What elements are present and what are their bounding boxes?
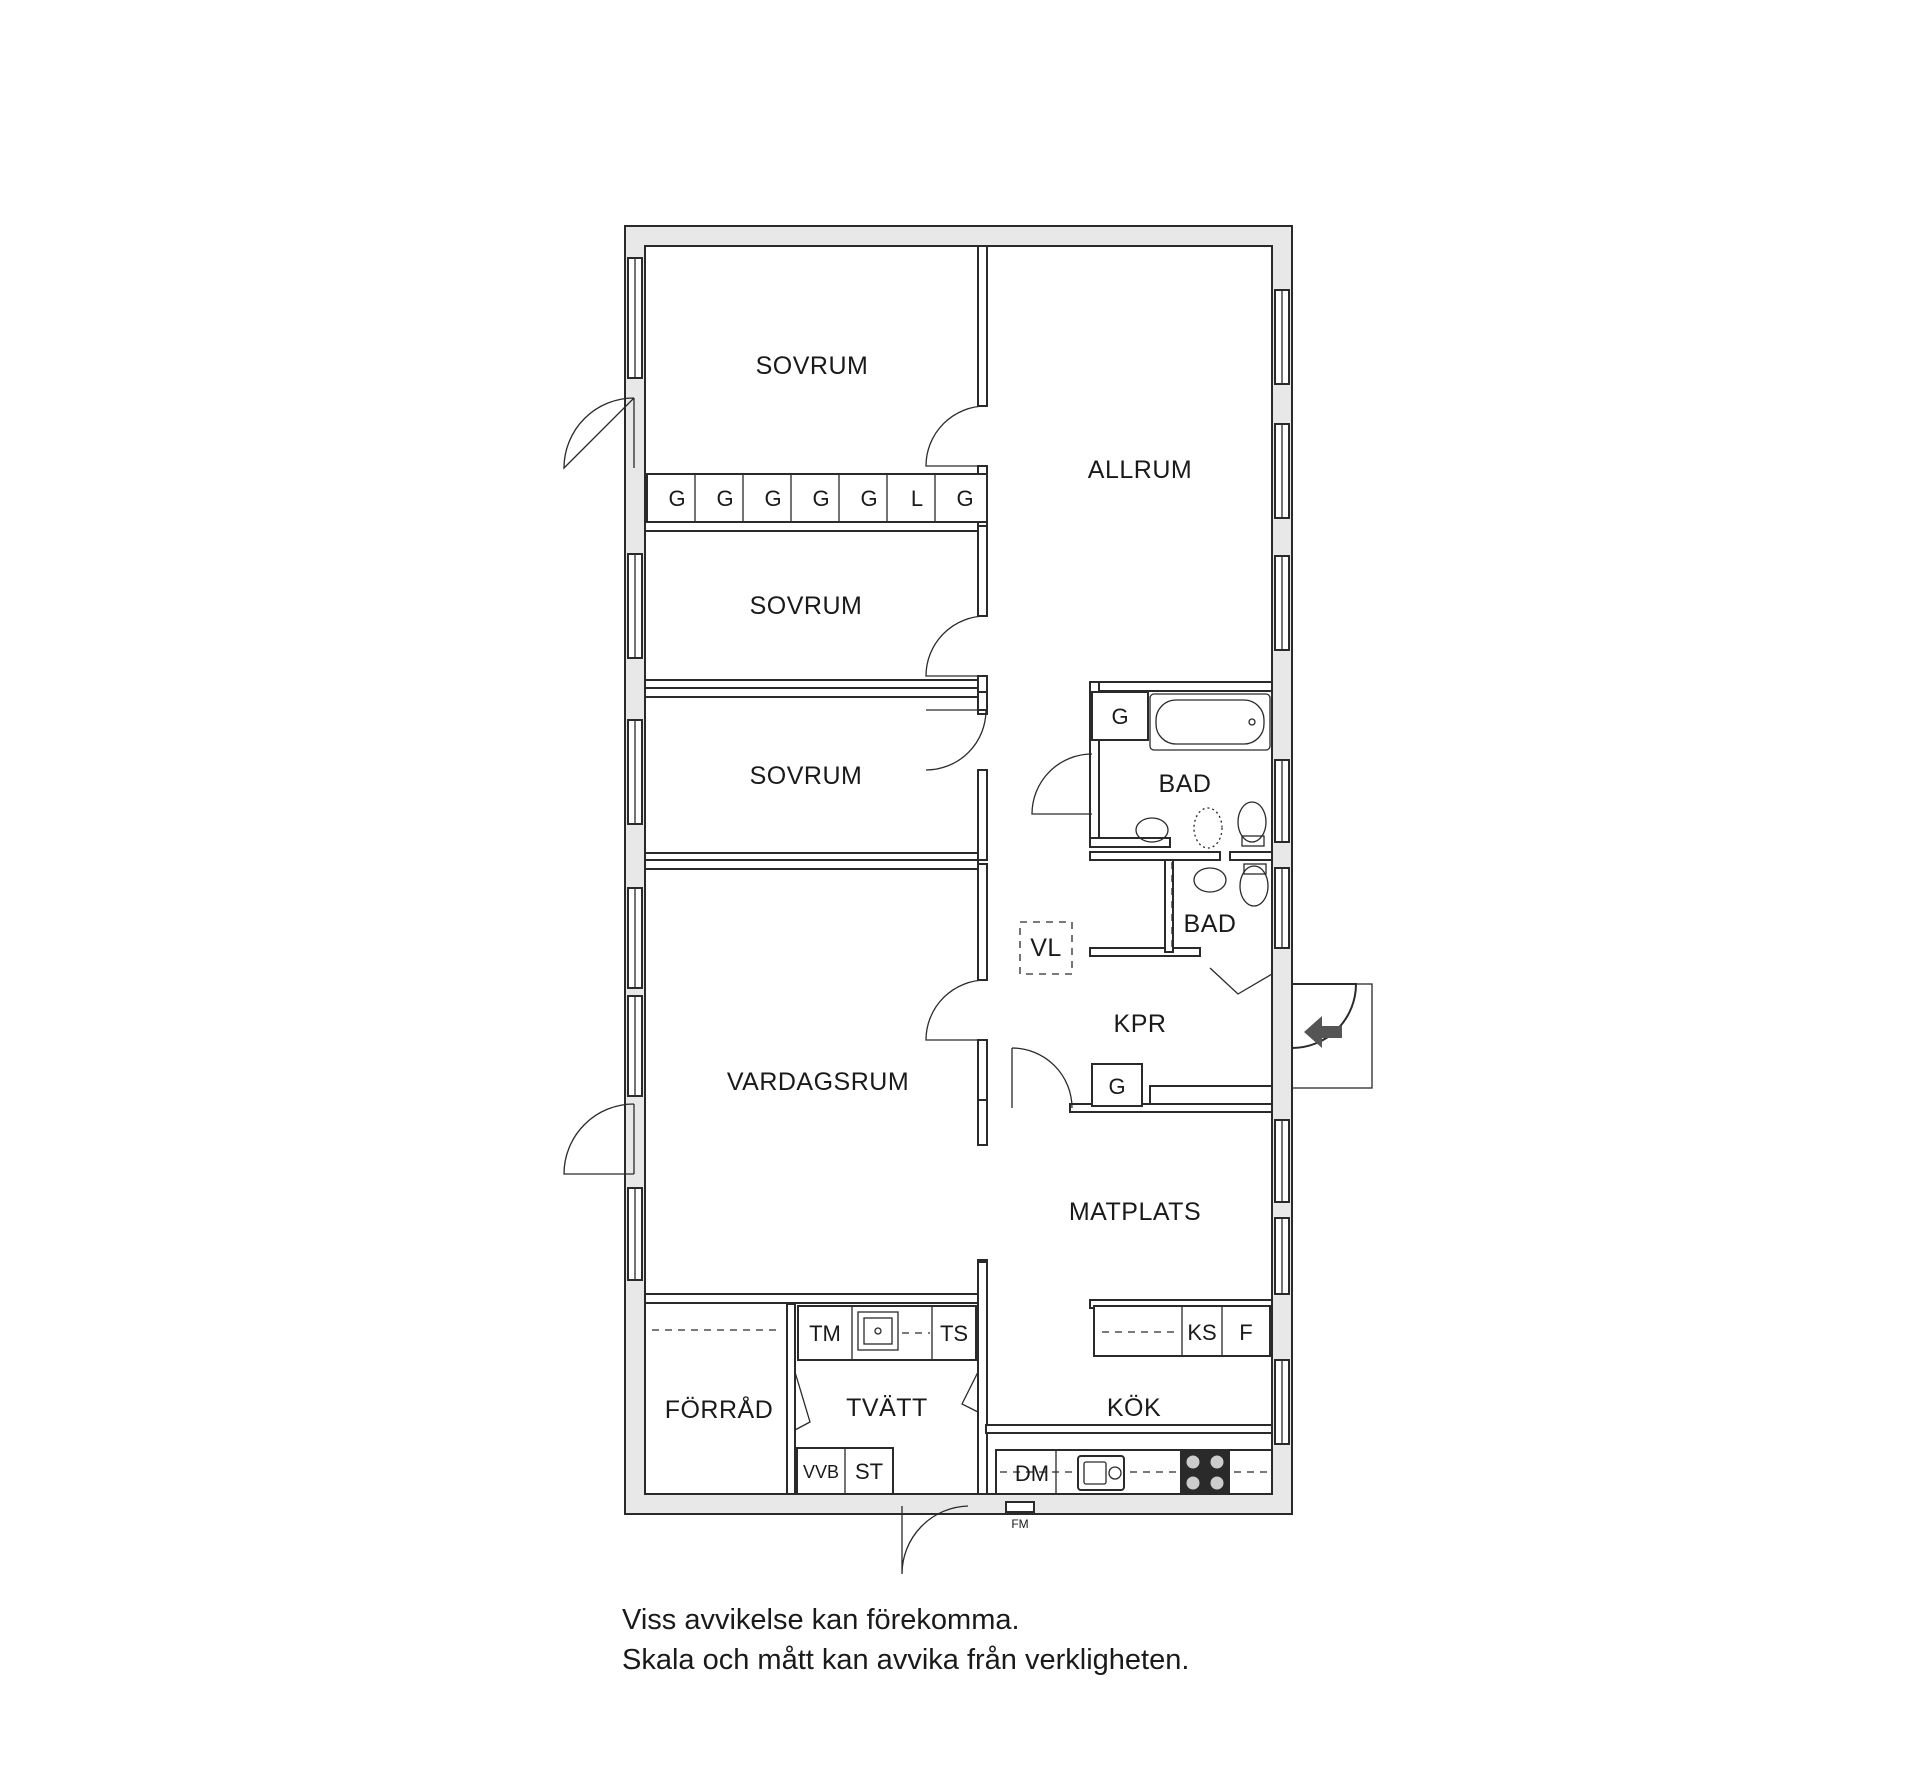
hall-closet-label: G [1108, 1074, 1125, 1099]
interior-walls [644, 245, 1273, 1495]
hall-shelf [1149, 1085, 1273, 1105]
entrance [1291, 983, 1373, 1089]
windows-right [1274, 289, 1290, 1445]
room-label-kpr: KPR [1114, 1010, 1167, 1038]
closet-label-6: L [911, 486, 923, 511]
room-label-allrum: ALLRUM [1088, 456, 1192, 484]
closet-label-4: G [812, 486, 829, 511]
st-label: ST [855, 1459, 883, 1484]
room-label-tvatt: TVÄTT [846, 1394, 928, 1422]
tm-label: TM [809, 1321, 841, 1346]
bath-closet-label: G [1111, 704, 1128, 729]
closet-label-1: G [668, 486, 685, 511]
vvb-label: VVB [803, 1462, 839, 1482]
room-label-vardagsrum: VARDAGSRUM [727, 1068, 909, 1096]
f-label: F [1239, 1320, 1252, 1345]
doors [563, 397, 1273, 1575]
closet-label-5: G [860, 486, 877, 511]
room-label-bad-1: BAD [1159, 770, 1212, 798]
windows-left [627, 257, 643, 1281]
closet-label-7: G [956, 486, 973, 511]
kitchen-fixtures: KS F DM [995, 1305, 1273, 1495]
bath-fixtures: G [1091, 691, 1271, 948]
vl-box [1019, 921, 1073, 975]
ts-label: TS [940, 1321, 968, 1346]
laundry-fixtures: TM TS VVB ST [796, 1305, 977, 1495]
room-label-sovrum-1: SOVRUM [756, 352, 869, 380]
room-label-bad-2: BAD [1184, 910, 1237, 938]
disclaimer-line-2: Skala och mått kan avvika från verklighe… [622, 1644, 1190, 1676]
room-label-forrad: FÖRRÅD [665, 1394, 774, 1424]
room-label-vl: VL [1030, 934, 1062, 962]
room-label-sovrum-2: SOVRUM [750, 592, 863, 620]
room-label-sovrum-3: SOVRUM [750, 762, 863, 790]
closet-label-3: G [764, 486, 781, 511]
room-label-matplats: MATPLATS [1069, 1198, 1201, 1226]
arrow-left-icon [1304, 1016, 1342, 1048]
disclaimer-line-1: Viss avvikelse kan förekomma. [622, 1604, 1020, 1636]
ks-label: KS [1187, 1320, 1216, 1345]
closet-row: G G G G G L G [646, 473, 988, 523]
dm-label: DM [1015, 1461, 1049, 1486]
disclaimer: Viss avvikelse kan förekomma. Skala och … [622, 1600, 1189, 1680]
closet-label-2: G [716, 486, 733, 511]
hall-closet [1091, 1063, 1143, 1107]
fm-box [1005, 1501, 1035, 1513]
fm-label: FM [1011, 1517, 1028, 1531]
room-label-kok: KÖK [1107, 1394, 1161, 1422]
